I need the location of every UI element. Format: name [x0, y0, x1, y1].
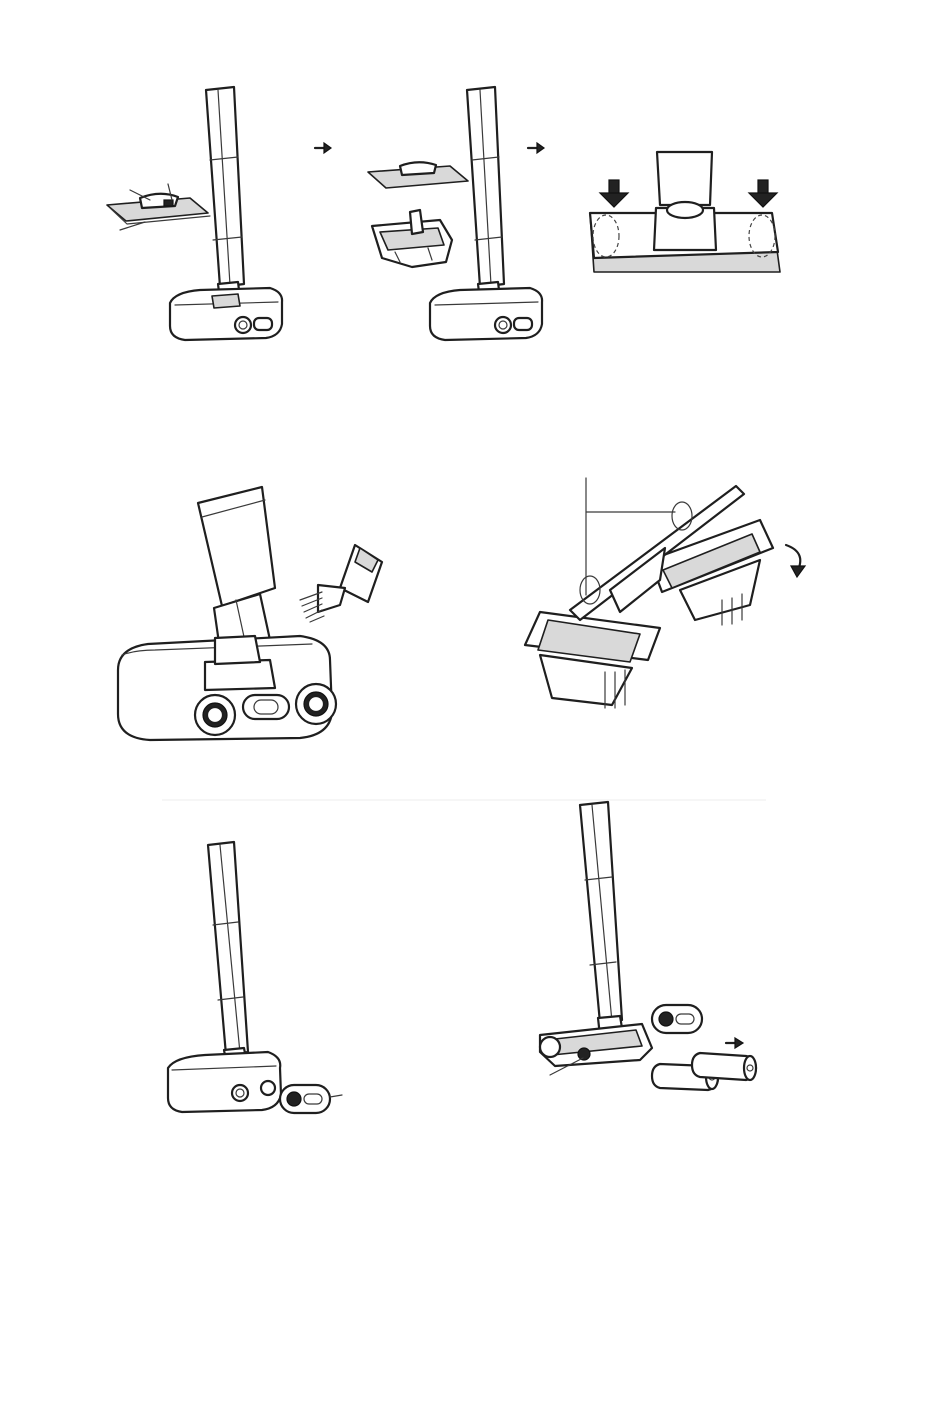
figure-step-2	[368, 87, 542, 340]
figure-step-6	[168, 842, 342, 1113]
mop-base	[430, 288, 542, 340]
mop-handle	[198, 487, 275, 650]
mop-handle	[580, 802, 623, 1036]
mop-base-open	[540, 1024, 652, 1075]
mop-base	[118, 636, 336, 740]
press-down-arrow-right	[749, 180, 777, 207]
pull-out-arrow	[726, 1038, 743, 1048]
batteries-icon	[652, 1053, 756, 1090]
figure-step-3	[590, 152, 780, 272]
figure-step-4	[118, 487, 382, 740]
next-step-arrow	[528, 143, 544, 153]
figure-step-7	[540, 802, 756, 1090]
mop-handle	[467, 87, 504, 300]
figure-step-5	[525, 478, 805, 708]
figure-step-1	[107, 87, 282, 340]
side-cap-icon	[280, 1085, 342, 1113]
pad	[368, 162, 468, 188]
mop-base	[170, 288, 282, 340]
pad-holder	[372, 210, 452, 267]
rotate-arrow-icon	[786, 545, 805, 577]
pad-cover	[107, 184, 210, 230]
side-cap-icon	[652, 1005, 702, 1033]
mop-handle	[208, 842, 248, 1066]
next-step-arrow	[315, 143, 331, 153]
mop-handle	[206, 87, 244, 300]
mop-base	[168, 1052, 281, 1112]
press-down-arrow-left	[600, 180, 628, 207]
cleaning-brush-icon	[300, 545, 382, 622]
tank-left-half	[525, 612, 660, 708]
